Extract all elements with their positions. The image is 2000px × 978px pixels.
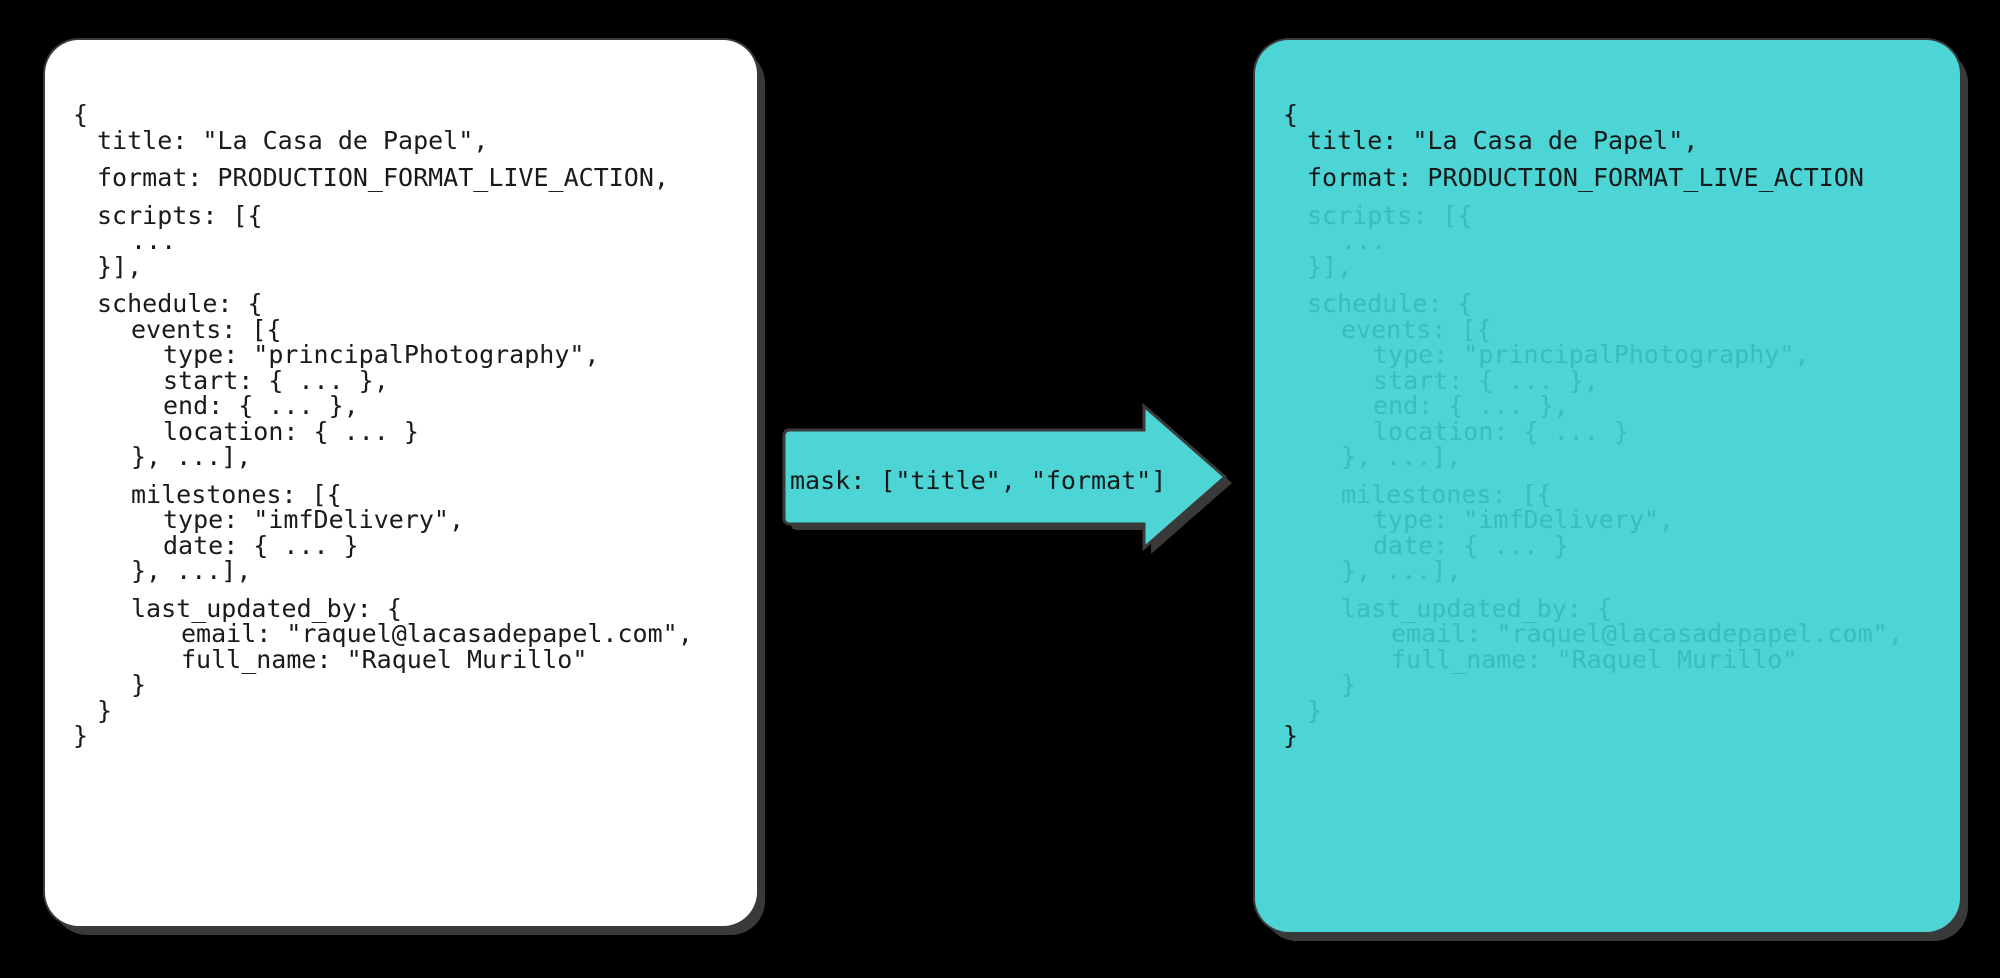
code-line: date: { ... }	[163, 530, 359, 560]
code-line: last_updated_by: {	[1341, 593, 1612, 623]
arrow-shape	[782, 402, 1228, 552]
source-object-card: { title: "La Casa de Papel", format: PRODU…	[45, 40, 757, 926]
code-line: events: [{	[131, 314, 282, 344]
code-line: type: "principalPhotography",	[1373, 340, 1810, 369]
code-line: schedule: {	[1307, 289, 1473, 318]
code-line: end: { ... },	[1373, 391, 1569, 420]
code-line: {	[73, 100, 89, 129]
code-line: }, ...],	[131, 442, 252, 471]
mask-arrow	[770, 402, 1232, 562]
code-line: milestones: [{	[1341, 479, 1552, 509]
code-line: title: "La Casa de Papel",	[97, 125, 489, 155]
code-line: milestones: [{	[131, 479, 342, 509]
code-line: }, ...],	[1341, 556, 1462, 585]
code-line: format: PRODUCTION_FORMAT_LIVE_ACTION	[1307, 163, 1864, 192]
code-line: scripts: [{	[97, 200, 263, 230]
code-line: type: "imfDelivery",	[1373, 505, 1675, 534]
code-line: end: { ... },	[163, 391, 359, 420]
code-line: }	[73, 721, 89, 750]
code-line: type: "principalPhotography",	[163, 340, 600, 369]
code-line: }	[1307, 695, 1323, 725]
code-line: }],	[1307, 251, 1353, 281]
masked-object-card: { title: "La Casa de Papel", format: PRODU…	[1255, 40, 1960, 932]
code-line: }],	[97, 251, 143, 281]
code-line: full_name: "Raquel Murillo"	[181, 644, 588, 674]
source-json-code: { title: "La Casa de Papel", format: PRODU…	[45, 40, 757, 926]
code-line: full_name: "Raquel Murillo"	[1391, 644, 1798, 674]
code-line: title: "La Casa de Papel",	[1307, 125, 1699, 155]
code-line: ...	[1341, 226, 1387, 255]
code-line: scripts: [{	[1307, 200, 1473, 230]
code-line: email: "raquel@lacasadepapel.com",	[181, 619, 693, 648]
code-line: format: PRODUCTION_FORMAT_LIVE_ACTION,	[97, 163, 669, 192]
code-line: type: "imfDelivery",	[163, 505, 465, 534]
code-line: last_updated_by: {	[131, 593, 402, 623]
code-line: start: { ... },	[1373, 365, 1599, 395]
code-line: }, ...],	[1341, 442, 1462, 471]
code-line: email: "raquel@lacasadepapel.com",	[1391, 619, 1903, 648]
masked-json-code: { title: "La Casa de Papel", format: PRODU…	[1255, 40, 1960, 932]
code-line: {	[1283, 100, 1299, 129]
code-line: date: { ... }	[1373, 530, 1569, 560]
code-line: }	[1283, 721, 1299, 750]
code-line: location: { ... }	[1373, 416, 1629, 446]
code-line: events: [{	[1341, 314, 1492, 344]
code-line: start: { ... },	[163, 365, 389, 395]
code-line: location: { ... }	[163, 416, 419, 446]
code-line: }	[97, 695, 113, 725]
code-line: schedule: {	[97, 289, 263, 318]
code-line: }, ...],	[131, 556, 252, 585]
code-line: }	[1341, 670, 1357, 699]
code-line: }	[131, 670, 147, 699]
code-line: ...	[131, 226, 177, 255]
